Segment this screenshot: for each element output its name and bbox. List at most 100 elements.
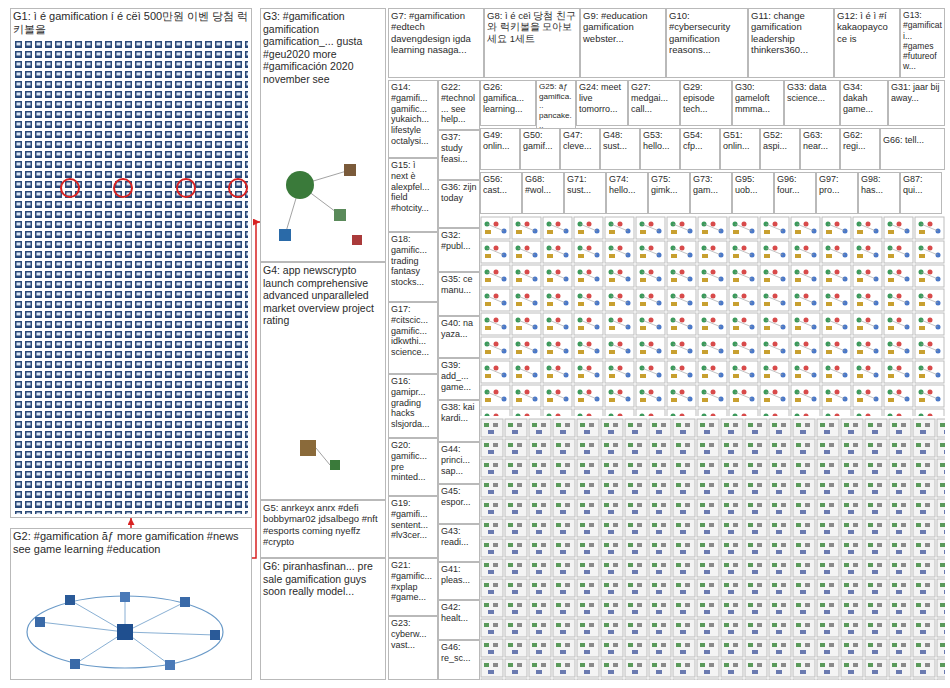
group-box: G21: #gamific... #xplap #game... xyxy=(388,558,438,616)
cluster-g3 xyxy=(279,164,362,245)
group-box: G98: has... xyxy=(858,172,900,214)
group-box: G13: #gamificati... #games #futureofw... xyxy=(900,8,945,78)
group-box: G2: #gamification ăƒ more gamification #… xyxy=(10,528,252,680)
group-box: G26: gamifica... learning... xyxy=(480,80,536,126)
group-label: G15: ì next è alexpfel... field #hotcity… xyxy=(389,159,437,215)
group-label: G68: #wol... xyxy=(523,173,563,197)
group-label: G37: study feasi... xyxy=(439,131,479,165)
group-label: G31: jaar bij away... xyxy=(889,81,944,105)
group-box: G14: #gamifi... gamific... yukaich... li… xyxy=(388,80,438,158)
group-label: G63: near... xyxy=(801,129,839,153)
group-box: G48: sust... xyxy=(600,128,640,170)
group-label: G12: ì é ì #í kakaopayco ce is xyxy=(835,9,899,45)
group-label: G4: app newscrypto launch comprehensive … xyxy=(261,263,385,328)
cluster-g4 xyxy=(300,440,340,470)
group-label: G71: sust... xyxy=(565,173,605,197)
group-label: G48: sust... xyxy=(601,129,639,153)
group-box: G34: dakah game... xyxy=(840,80,888,126)
group-label: G22: #technol... see help... xyxy=(439,81,479,126)
group-label: G8: ì é cëì 당첨 친구와 럭키볼을 모아보세요 1세트 xyxy=(485,9,579,45)
group-label: G34: dakah game... xyxy=(841,81,887,115)
group-box: G51: onlin... xyxy=(720,128,760,170)
group-box: G66: tell... xyxy=(880,128,945,170)
highlight-ring xyxy=(61,179,79,197)
group-label: G43: readi... xyxy=(439,525,479,549)
group-box: G1: ì é gamification í é cëì 500만원 이벤 당첨… xyxy=(10,8,252,518)
edge-arrow xyxy=(252,222,260,558)
group-label: G3: #gamification gamification gamificat… xyxy=(261,9,385,87)
group-label: G52: aspi... xyxy=(761,129,799,153)
group-box: G6: piranhasfinan... pre sale gamificati… xyxy=(260,558,386,680)
group-box: G56: cast... xyxy=(480,172,522,214)
group-box: G4: app newscrypto launch comprehensive … xyxy=(260,262,386,500)
group-box: G22: #technol... see help... xyxy=(438,80,480,130)
group-label: G25: ăƒ gamifica... pancake... xyxy=(537,81,575,132)
group-box: G25: ăƒ gamifica... pancake... xyxy=(536,80,576,135)
group-box: G71: sust... xyxy=(564,172,606,214)
group-label: G19: #gamifi... sentent... #lv3cer... xyxy=(389,497,437,542)
group-label: G1: ì é gamification í é cëì 500만원 이벤 당첨… xyxy=(11,9,251,37)
group-box: G42: healt... xyxy=(438,600,480,640)
group-box: G12: ì é ì #í kakaopayco ce is xyxy=(834,8,900,78)
group-box: G24: meet live tomorro... xyxy=(576,80,628,126)
group-label: G9: #education gamification webster... xyxy=(581,9,665,45)
group-box: G41: pleas... xyxy=(438,562,480,600)
group-box: G31: jaar bij away... xyxy=(888,80,945,126)
group-label: G10: #cybersecurity gamification reasons… xyxy=(667,9,747,57)
group-label: G62: regi... xyxy=(841,129,879,153)
group-label: G38: kai kardi... xyxy=(439,401,479,425)
group-box: G52: aspi... xyxy=(760,128,800,170)
group-box: G10: #cybersecurity gamification reasons… xyxy=(666,8,748,78)
group-label: G49: onlin... xyxy=(481,129,519,153)
cluster-g2 xyxy=(27,592,223,670)
group-label: G30: gameloft mmma... xyxy=(733,81,783,115)
highlight-ring xyxy=(177,179,195,197)
group-box: G43: readi... xyxy=(438,524,480,562)
group-label: G2: #gamification ăƒ more gamification #… xyxy=(11,529,251,557)
group-label: G40: na yaza... xyxy=(439,317,479,341)
group-label: G21: #gamific... #xplap #game... xyxy=(389,559,437,604)
group-label: G56: cast... xyxy=(481,173,521,197)
group-box: G96: four... xyxy=(774,172,816,214)
group-box: G20: gamific... pre minted... xyxy=(388,438,438,496)
group-label: G53: hello... xyxy=(641,129,679,153)
group-label: G7: #gamification #edtech davengdesign i… xyxy=(389,9,483,57)
group-box: G40: na yaza... xyxy=(438,316,480,358)
group-box: G62: regi... xyxy=(840,128,880,170)
group-label: G96: four... xyxy=(775,173,815,197)
group-label: G20: gamific... pre minted... xyxy=(389,439,437,484)
group-box: G54: cfp... xyxy=(680,128,720,170)
group-label: G35: ce manu... xyxy=(439,273,479,297)
small-groups-grid xyxy=(480,418,945,680)
group-label: G17: #citscic... gamific... idkwthi... s… xyxy=(389,303,437,359)
group-box: G27: medgai... call... xyxy=(628,80,680,126)
group-label: G98: has... xyxy=(859,173,899,197)
group-box: G16: gamipr... grading hacks slsjorda... xyxy=(388,374,438,438)
group-box: G35: ce manu... xyxy=(438,272,480,316)
group-box: G63: near... xyxy=(800,128,840,170)
group-box: G38: kai kardi... xyxy=(438,400,480,442)
group-label: G50: gamif... xyxy=(521,129,559,153)
group-label: G11: change gamification leadership thin… xyxy=(749,9,833,57)
group-label: G24: meet live tomorro... xyxy=(577,81,627,115)
group-label: G47: cleve... xyxy=(561,129,599,153)
group-box: G47: cleve... xyxy=(560,128,600,170)
group-box: G5: anrkeyx anrx #defi bobbymar02 jdsalb… xyxy=(260,500,386,558)
group-label: G44: princi... sap... xyxy=(439,443,479,477)
small-groups-grid xyxy=(480,216,945,416)
group-box: G50: gamif... xyxy=(520,128,560,170)
group-box: G8: ì é cëì 당첨 친구와 럭키볼을 모아보세요 1세트 xyxy=(484,8,580,78)
group-box: G53: hello... xyxy=(640,128,680,170)
group-box: G87: qui... xyxy=(900,172,942,214)
group-box: G75: gimk... xyxy=(648,172,690,214)
group-label: G33: data science... xyxy=(785,81,839,105)
group-box: G30: gameloft mmma... xyxy=(732,80,784,126)
group-box: G15: ì next è alexpfel... field #hotcity… xyxy=(388,158,438,232)
group-box: G23: cyberw... vast... xyxy=(388,616,438,680)
group-box: G95: uob... xyxy=(732,172,774,214)
group-box: G74: hello... xyxy=(606,172,648,214)
group-box: G17: #citscic... gamific... idkwthi... s… xyxy=(388,302,438,374)
group-label: G32: #publ... xyxy=(439,229,479,253)
group-box: G39: add_... game... xyxy=(438,358,480,400)
